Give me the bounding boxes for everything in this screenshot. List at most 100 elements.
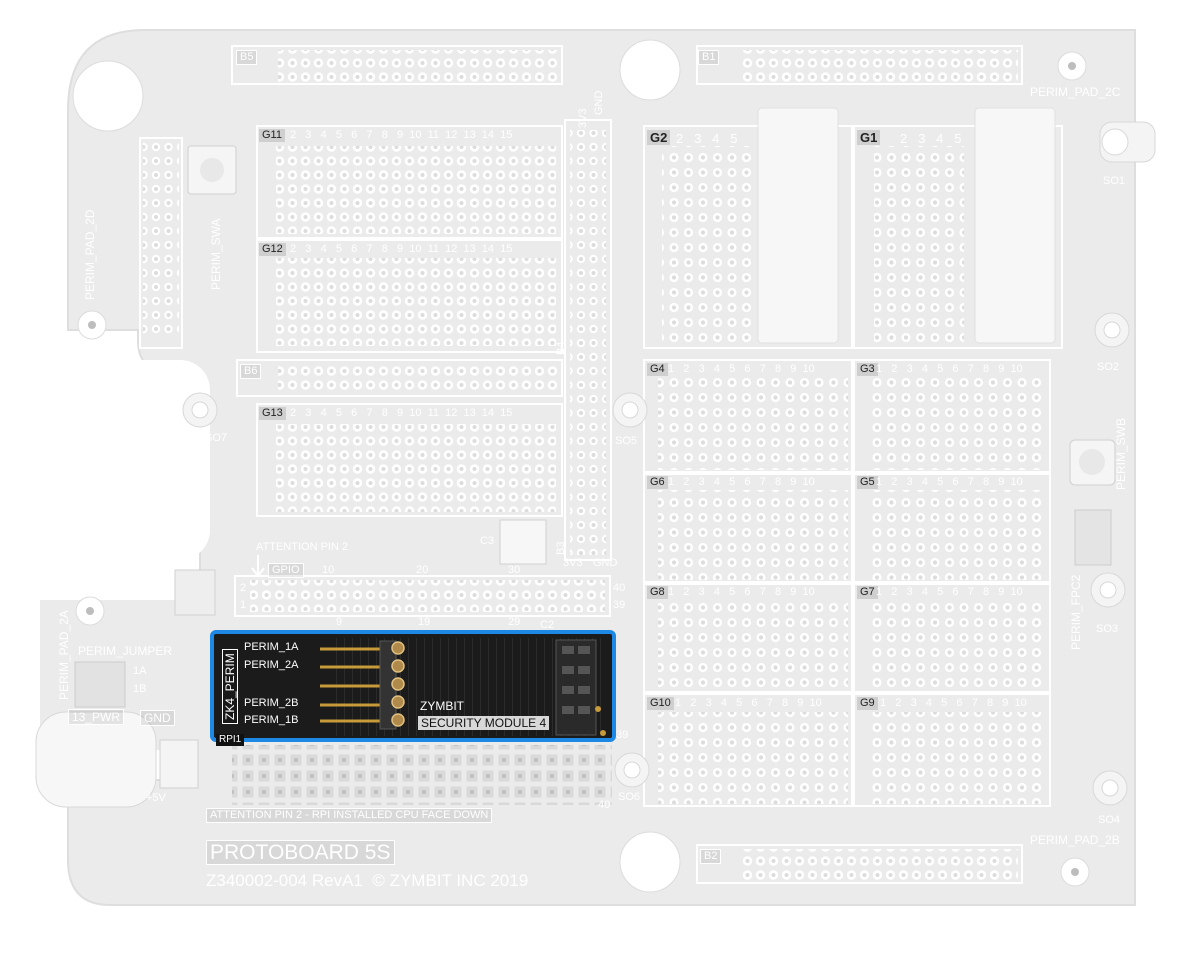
so1-label: SO1 [1103,175,1126,187]
rpi-header [232,745,612,805]
gpio-n30: 30 [508,564,521,576]
grid-label-g8: G8 [647,586,668,599]
mount-hole-tc [619,39,681,101]
jumper-1b-label: 1B [133,683,147,695]
header-label-b2: B2 [700,849,722,864]
jumper-block [74,661,126,708]
gpio-n1: 1 [240,599,247,611]
grid-label-g13: G13 [259,407,286,420]
battery-holder [35,711,157,808]
so7-label: SO7 [205,432,228,444]
gpio-n29: 29 [508,616,521,628]
gpio-n9: 9 [336,616,343,628]
grid-cols-g9: 1 2 3 4 5 6 7 8 9 10 [880,697,1027,709]
b3-3v3-label: 3V3 [563,557,583,569]
b4-gnd-label: GND [593,90,605,115]
module-brand: ZYMBIT [420,699,464,713]
attention-pin2-label: ATTENTION PIN 2 [256,541,349,553]
board-part-number: Z340002-004 RevA1 © ZYMBIT INC 2019 [206,871,529,890]
standoff-so1 [1099,121,1156,163]
grid-cols-g6: 1 2 3 4 5 6 7 8 9 10 [668,476,815,488]
grid-label-g9: G9 [857,697,878,710]
so2-label: SO2 [1097,361,1120,373]
so3-label: SO3 [1096,623,1119,635]
left-notch [40,360,210,560]
b4-3v3-label: 3V3 [577,108,589,128]
grid-cols-g3: 1 2 3 4 5 6 7 8 9 10 [876,363,1023,375]
terminal-block-g2 [757,107,839,344]
grid-label-g6: G6 [647,476,668,489]
attention-rpi-label: ATTENTION PIN 2 - RPI INSTALLED CPU FACE… [206,808,493,823]
standoff-so4 [1092,770,1128,806]
gnd-label: GND [140,710,175,726]
module-pin-perim-1b: PERIM_1B [244,714,299,726]
so4-label: SO4 [1098,814,1121,826]
grid-label-g10: G10 [647,697,674,710]
board-title: PROTOBOARD 5S [206,840,395,865]
standoff-so2 [1094,312,1130,348]
grid-cols-g4: 1 2 3 4 5 6 7 8 9 10 [668,363,815,375]
pad-label-2a: PERIM_PAD_2A [57,610,71,700]
module-pins [320,647,380,723]
v5-label: +5V [146,792,166,804]
swb-label: PERIM_SWB [1114,417,1128,490]
power-connector [159,739,199,789]
grid-cols-g5: 1 2 3 4 5 6 7 8 9 10 [876,476,1023,488]
gpio-n20: 20 [416,564,429,576]
grid-cols-g13: 2 3 4 5 6 7 8 9 10 11 12 13 14 15 [290,407,513,419]
header-label-b5: B5 [236,50,258,65]
grid-cols-g7: 1 2 3 4 5 6 7 8 9 10 [876,586,1023,598]
grid-label-g7: G7 [857,586,878,599]
mount-hole-tl [72,60,144,132]
rpi-pin40: 40 [598,799,611,811]
gpio-label: GPIO [268,563,304,578]
gpio-n39: 39 [613,599,626,611]
fpc1-label: PERIM_FPC1 [181,484,195,560]
gpio-n2: 2 [240,582,247,594]
header-label-b7: B7 [127,331,139,345]
b3-gnd-label: GND [593,557,618,569]
grid-label-g1: G1 [857,130,881,145]
mount-hole-bc [619,831,681,893]
jumper-label: PERIM_JUMPER [78,644,173,658]
standoff-so5 [612,392,648,428]
so5-label: SO5 [615,435,638,447]
standoff-so3 [1090,572,1126,608]
module-name: SECURITY MODULE 4 [418,716,550,730]
so6-label: SO6 [618,791,641,803]
grid-label-g12: G12 [259,243,286,256]
pwr-label: 13_PWR [68,709,125,725]
module-title: ZK4_PERIM [222,649,238,724]
standoff-so7 [182,392,218,428]
capacitor-c3 [499,519,547,565]
c3-label: C3 [480,535,495,547]
fpc2-label: PERIM_FPC2 [1069,574,1083,650]
grid-label-g4: G4 [647,363,668,376]
c2-label: C2 [540,619,555,631]
grid-label-g2: G2 [647,130,671,145]
gpio-n10: 10 [322,564,335,576]
fpc-connector-1 [174,569,216,616]
grid-cols-g11: 2 3 4 5 6 7 8 9 10 11 12 13 14 15 [290,129,513,141]
grid-label-g5: G5 [857,476,878,489]
jumper-1a-label: 1A [133,665,147,677]
terminal-block-g1 [974,107,1056,344]
grid-cols-g2: 2 3 4 5 [676,131,738,146]
grid-cols-g10: 1 2 3 4 5 6 7 8 9 10 [675,697,822,709]
rpi-label: RPI1 [216,734,245,746]
fpc-connector-2 [1074,509,1112,566]
swa-label: PERIM_SWA [209,218,223,290]
grid-cols-g1: 2 3 4 5 [900,131,962,146]
standoff-so6 [614,752,650,788]
pad-label-2d: PERIM_PAD_2D [83,209,97,300]
module-pin-perim-1a: PERIM_1A [244,641,299,653]
grid-label-g11: G11 [259,129,285,142]
header-label-b1: B1 [698,50,720,65]
gpio-n19: 19 [418,616,431,628]
grid-label-g3: G3 [857,363,878,376]
pad-label-2c: PERIM_PAD_2C [1030,85,1121,99]
header-label-b6: B6 [240,364,262,379]
header-label-b3: B3 [555,541,567,555]
attention-arrow [251,555,265,578]
